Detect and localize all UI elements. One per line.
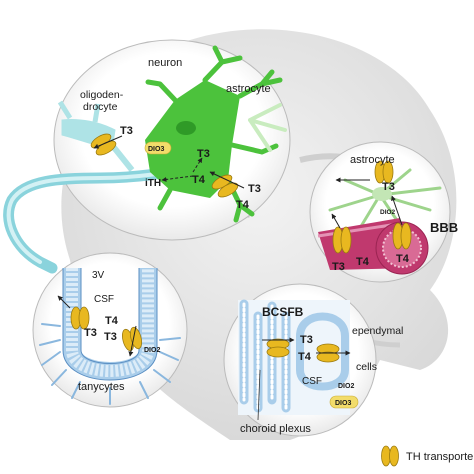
t4-bbb-vessel-label: T4 — [356, 256, 370, 268]
astrocyte-bbb — [328, 168, 442, 230]
neuron-panel: neuron oligoden- drocyte astrocyte T3 DI… — [3, 39, 291, 274]
transporter-bbb-lumen — [392, 222, 412, 250]
t4-bcsfb-label: T4 — [298, 351, 312, 363]
transporter-bbb-vessel — [332, 226, 352, 254]
choroid-plexus-label: choroid plexus — [240, 423, 311, 435]
transporter-bbb-top — [374, 160, 394, 184]
t3-oligo-label: T3 — [120, 125, 133, 137]
ith-label: iTH — [145, 178, 161, 189]
t4-tanycyte-label: T4 — [105, 315, 119, 327]
t3-outer-label: T3 — [248, 183, 261, 195]
neuron-label: neuron — [148, 57, 182, 69]
legend-transporter-icon — [381, 445, 399, 467]
neuron-cell — [145, 45, 283, 223]
dio3-badge-bcsfb — [329, 395, 359, 409]
dio3-badge-neuron — [144, 141, 172, 155]
transporter-tanycyte-right — [121, 326, 143, 352]
t3-tanycyte-right-label: T3 — [104, 331, 117, 343]
transporter-bcsfb — [266, 338, 290, 358]
oligodendrocyte-label-1: oligoden- — [80, 89, 124, 101]
astrocyte-neuron-panel — [248, 103, 287, 152]
neuron-nucleus — [176, 121, 196, 135]
t3-bbb-vessel-label: T3 — [332, 261, 345, 273]
astrocyte-bbb-label: astrocyte — [350, 154, 395, 166]
legend: TH transporte — [381, 445, 473, 467]
t4-inner-label: T4 — [192, 174, 206, 186]
legend-label: TH transporte — [406, 451, 473, 463]
t4-bbb-lumen-label: T4 — [396, 253, 410, 265]
tanycyte-processes — [39, 323, 181, 405]
ependymal-label-2: cells — [356, 361, 377, 373]
astrocyte-label: astrocyte — [226, 83, 271, 95]
transporter-ependymal — [316, 343, 340, 363]
bbb-label: BBB — [430, 220, 458, 235]
dio2-bbb-label: DIO2 — [380, 209, 396, 216]
bcsfb-panel: BCSFB T3 T4 ependymal cells CSF DIO2 DIO… — [223, 283, 403, 437]
t3-tanycyte-left-label: T3 — [84, 327, 97, 339]
csf-bcsfb-label: CSF — [302, 376, 322, 387]
ependymal-label-1: ependymal — [352, 325, 403, 337]
transporter-tanycyte-left — [70, 306, 90, 330]
tanycyte-panel: 3V CSF T3 T4 T3 DIO2 tanycytes — [32, 252, 188, 408]
dio2-bcsfb-label: DIO2 — [338, 383, 354, 390]
bcsfb-label: BCSFB — [262, 305, 304, 319]
tanycyte-layer — [62, 268, 158, 381]
3v-label: 3V — [92, 270, 105, 281]
oligodendrocyte-label-2: drocyte — [83, 101, 118, 113]
tanycytes-label: tanycytes — [78, 381, 125, 393]
dio3-label-neuron: DIO3 — [148, 146, 164, 153]
t4-outer-label: T4 — [236, 199, 250, 211]
csf-tanycyte-label: CSF — [94, 294, 114, 305]
dio3-bcsfb-label: DIO3 — [335, 400, 351, 407]
choroid-plexus — [238, 299, 350, 415]
t3-bcsfb-label: T3 — [300, 334, 313, 346]
bbb-panel: astrocyte T3 DIO2 BBB T3 T4 T4 — [309, 141, 458, 283]
t3-inner-label: T3 — [197, 148, 210, 160]
dio2-tanycyte-label: DIO2 — [144, 347, 160, 354]
t3-bbb-top-label: T3 — [382, 181, 395, 193]
transporter-neuron — [211, 174, 239, 198]
